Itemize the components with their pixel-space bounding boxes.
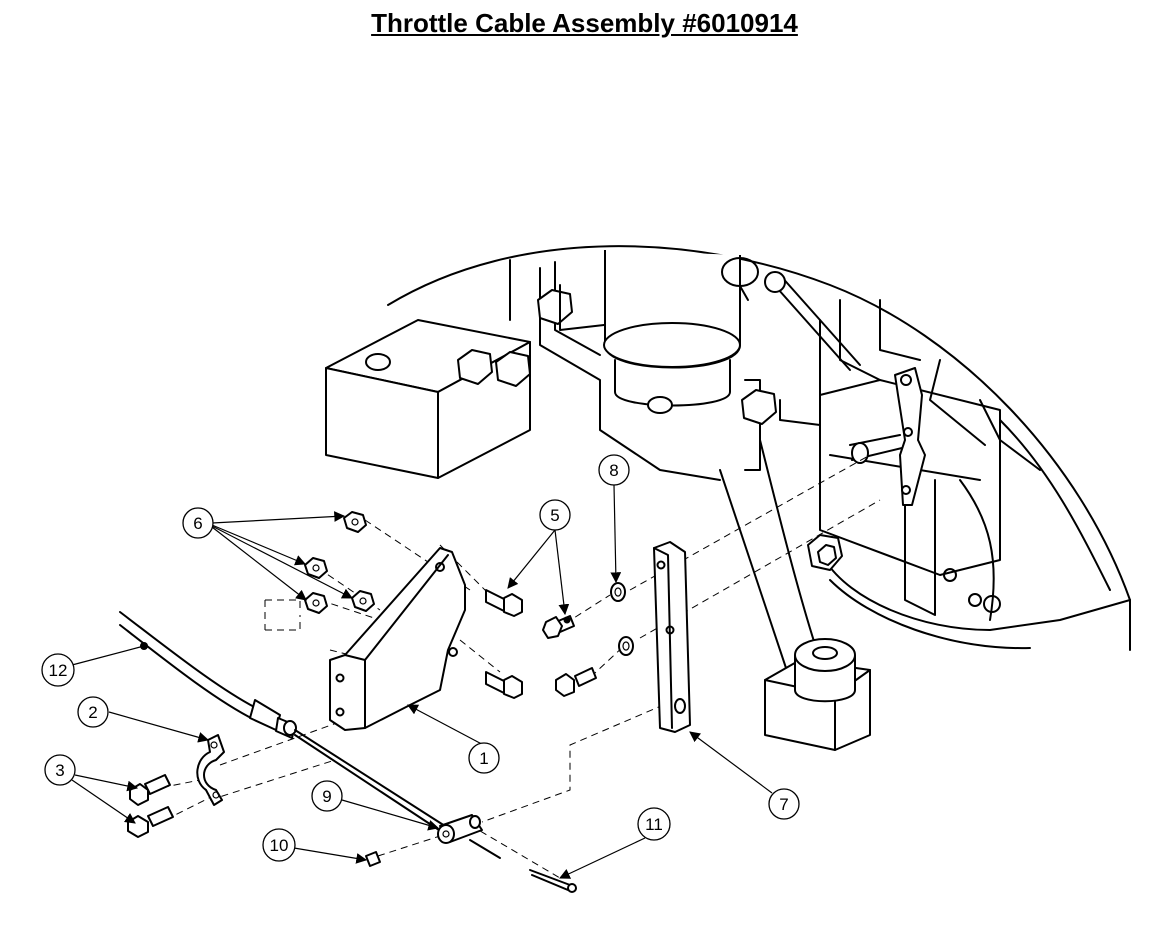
block-bolt-heads [457, 349, 531, 387]
callout-balloon-9: 9 [311, 780, 343, 812]
callout-label-3: 3 [55, 761, 64, 780]
page-title: Throttle Cable Assembly #6010914 [371, 8, 798, 38]
engine-cutaway [325, 245, 1131, 751]
mounting-bracket-part-1 [329, 547, 466, 731]
callout-label-12: 12 [49, 661, 68, 680]
callout-balloon-12: 12 [41, 653, 75, 687]
callout-balloon-5: 5 [539, 499, 571, 531]
callout-label-2: 2 [88, 703, 97, 722]
callout-label-9: 9 [322, 787, 331, 806]
throttle-cable-part-12 [119, 611, 501, 859]
callout-label-11: 11 [645, 815, 663, 834]
cotter-pin-part-11 [529, 869, 577, 893]
screws-part-3 [127, 774, 174, 838]
callout-label-6: 6 [193, 514, 202, 533]
callout-balloon-10: 10 [262, 828, 296, 862]
pin-cap-part-10 [365, 851, 381, 867]
callout-leaders [71, 484, 773, 879]
callout-balloon-7: 7 [768, 788, 800, 820]
lever-arm-part-7 [653, 541, 691, 733]
callout-balloon-8: 8 [598, 454, 630, 486]
assembly-lines [149, 454, 881, 879]
callout-balloon-3: 3 [44, 754, 76, 786]
callout-label-8: 8 [609, 461, 618, 480]
callout-label-5: 5 [550, 506, 559, 525]
cable-swivel-part-9 [437, 814, 483, 844]
callout-balloon-1: 1 [468, 742, 500, 774]
callout-balloon-2: 2 [77, 696, 109, 728]
cable-clamp-part-2 [196, 734, 225, 806]
callout-label-1: 1 [479, 749, 488, 768]
washers-part-8 [610, 582, 634, 656]
callout-balloon-11: 11 [637, 807, 671, 841]
hex-nuts-part-6 [304, 511, 375, 614]
bolts-part-5 [485, 589, 597, 699]
callout-balloon-6: 6 [182, 507, 214, 539]
callout-label-10: 10 [270, 836, 289, 855]
callout-label-7: 7 [779, 795, 788, 814]
